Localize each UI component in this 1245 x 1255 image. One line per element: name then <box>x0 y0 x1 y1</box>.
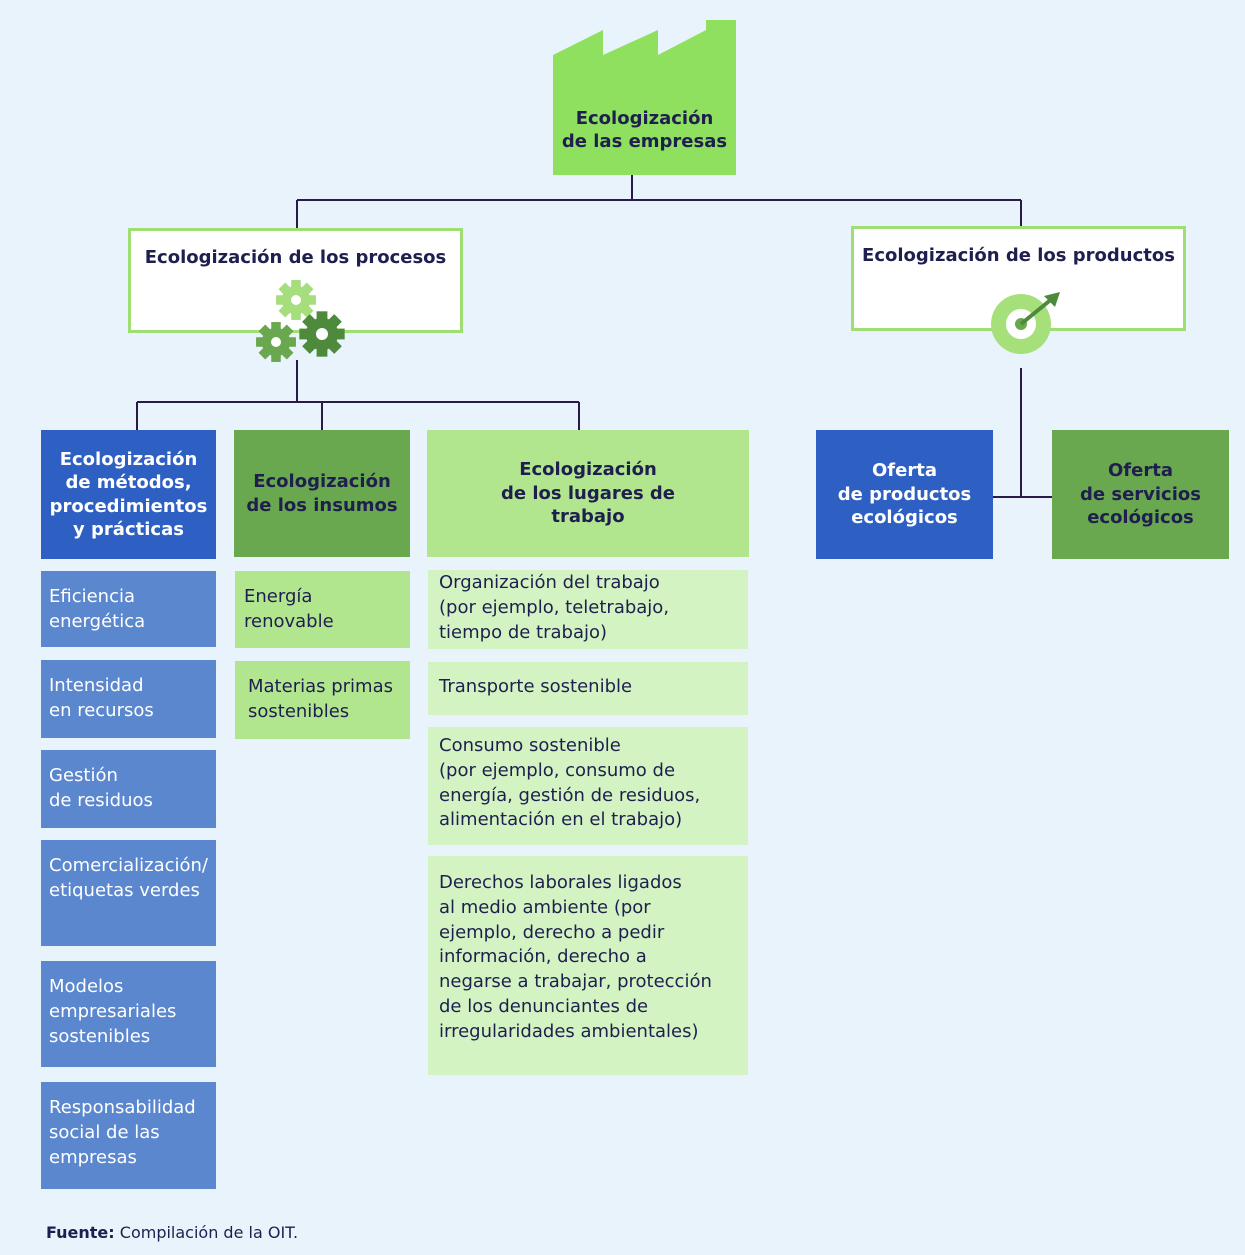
lugares-item: Organización del trabajo (por ejemplo, t… <box>428 570 748 649</box>
metodos-item: Eficiencia energética <box>41 571 216 647</box>
category-oferta-productos: Oferta de productos ecológicos <box>816 430 993 559</box>
insumos-item: Materias primas sostenibles <box>235 661 410 739</box>
branch-procesos: Ecologización de los procesos <box>128 228 463 333</box>
metodos-item: Responsabilidad social de las empresas <box>41 1082 216 1189</box>
category-insumos: Ecologización de los insumos <box>234 430 410 557</box>
source-label: Fuente: <box>46 1223 115 1242</box>
metodos-item: Gestión de residuos <box>41 750 216 828</box>
lugares-item: Consumo sostenible (por ejemplo, consumo… <box>428 727 748 845</box>
gears-icon <box>256 280 345 362</box>
root-label: Ecologización de las empresas <box>561 107 728 152</box>
source-text: Compilación de la OIT. <box>119 1223 299 1242</box>
lugares-item: Derechos laborales ligados al medio ambi… <box>428 856 748 1075</box>
metodos-item: Comercialización/ etiquetas verdes <box>41 840 216 946</box>
branch-procesos-label: Ecologización de los procesos <box>144 247 447 268</box>
branch-productos-label: Ecologización de los productos <box>862 245 1175 266</box>
source-note: Fuente: Compilación de la OIT. <box>46 1223 298 1242</box>
category-metodos: Ecologización de métodos, procedimientos… <box>41 430 216 559</box>
metodos-item: Intensidad en recursos <box>41 660 216 738</box>
factory-icon <box>553 20 736 175</box>
lugares-item: Transporte sostenible <box>428 662 748 715</box>
metodos-item: Modelos empresariales sostenibles <box>41 961 216 1067</box>
category-oferta-servicios: Oferta de servicios ecológicos <box>1052 430 1229 559</box>
category-lugares: Ecologización de los lugares de trabajo <box>427 430 749 557</box>
insumos-item: Energía renovable <box>235 571 410 648</box>
target-arrow-icon <box>991 292 1060 354</box>
